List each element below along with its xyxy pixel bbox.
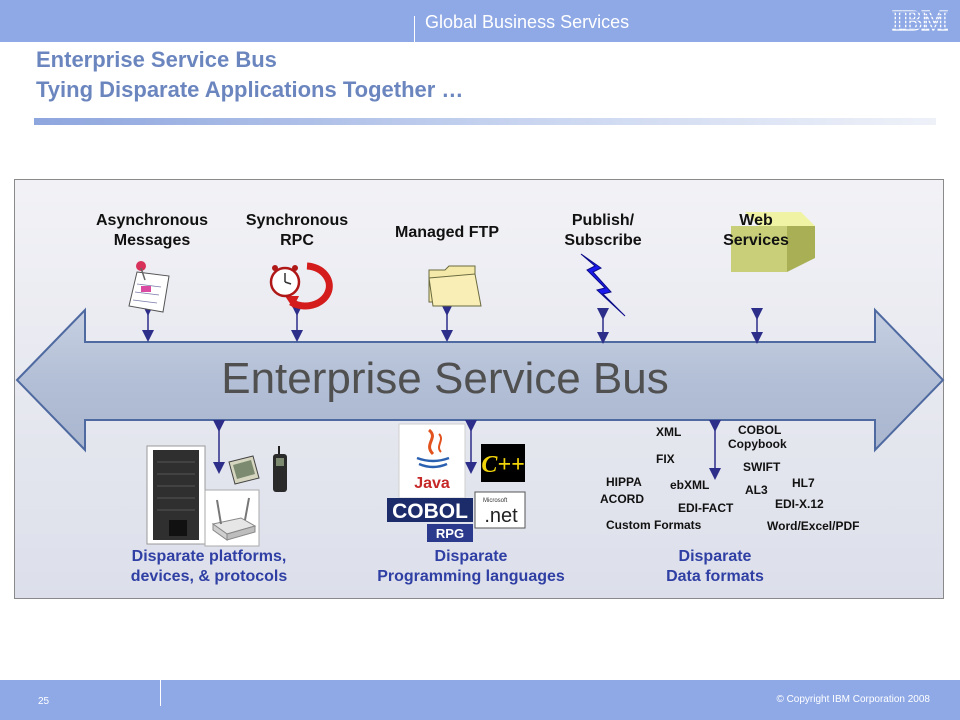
cpp-logo: C++	[481, 444, 525, 482]
bottom-label-data-formats: Disparate Data formats	[635, 547, 795, 587]
bottom-label-platforms-line2: devices, & protocols	[130, 568, 288, 585]
top-label-rpc-line1: Synchronous	[245, 212, 349, 229]
bottom-label-platforms-line1: Disparate platforms,	[131, 548, 287, 565]
cube-icon	[731, 212, 815, 272]
format-al3: AL3	[745, 483, 768, 497]
header-divider	[414, 16, 415, 42]
lightning-bolt-icon	[580, 253, 626, 317]
ibm-logo-text: IBM	[892, 6, 948, 37]
header-section-title: Global Business Services	[425, 12, 630, 32]
bus-arrow	[15, 307, 945, 453]
top-label-web-services: Web Services	[705, 211, 807, 251]
cobol-logo-text: COBOL	[392, 500, 468, 523]
format-acord: ACORD	[600, 492, 644, 506]
bottom-label-languages-line1: Disparate	[434, 548, 508, 565]
java-logo-text: Java	[414, 475, 450, 492]
notepad-pin-icon	[128, 261, 170, 313]
folder-icon	[428, 265, 482, 307]
footer-bar: 25 © Copyright IBM Corporation 2008	[0, 680, 960, 720]
top-label-web-line1: Web	[739, 212, 773, 229]
format-hl7: HL7	[792, 476, 815, 490]
top-label-async-line2: Messages	[113, 232, 191, 249]
rpg-label: RPG	[427, 524, 473, 542]
bottom-label-languages-line2: Programming languages	[377, 568, 565, 585]
bottom-connectors	[213, 420, 721, 480]
bottom-label-formats-line2: Data formats	[666, 568, 764, 585]
top-label-pubsub-line2: Subscribe	[564, 232, 642, 249]
dotnet-logo: Microsoft .net	[474, 491, 526, 529]
format-ebxml: ebXML	[670, 478, 710, 492]
top-label-publish-subscribe: Publish/ Subscribe	[543, 211, 663, 251]
format-xml: XML	[656, 425, 682, 439]
mobile-phone-icon	[273, 446, 287, 492]
page-number: 25	[38, 696, 50, 707]
top-label-ftp-line1: Managed FTP	[394, 224, 499, 241]
format-word-excel-pdf: Word/Excel/PDF	[767, 519, 860, 533]
copyright-text: © Copyright IBM Corporation 2008	[776, 694, 930, 705]
footer-divider	[160, 680, 161, 706]
esb-diagram-graphics: Enterprise Service Bus	[15, 212, 945, 547]
slide-title: Enterprise Service Bus	[36, 47, 277, 72]
ibm-logo: IBM	[886, 5, 954, 37]
handheld-pda-icon	[228, 455, 260, 485]
top-label-async-messages: Asynchronous Messages	[81, 211, 223, 251]
top-label-sync-rpc: Synchronous RPC	[229, 211, 365, 251]
dotnet-logo-small: Microsoft	[483, 498, 508, 504]
slide-subtitle: Tying Disparate Applications Together …	[36, 77, 464, 102]
format-edi-x12: EDI-X.12	[775, 497, 824, 511]
top-label-async-line1: Asynchronous	[95, 212, 208, 229]
dotnet-logo-text: .net	[484, 505, 518, 527]
format-cobol: COBOL	[738, 423, 782, 437]
alarm-clock-icon	[269, 262, 333, 310]
format-swift: SWIFT	[743, 460, 781, 474]
format-custom: Custom Formats	[606, 518, 702, 532]
bottom-label-languages: Disparate Programming languages	[341, 547, 601, 587]
bus-label: Enterprise Service Bus	[221, 354, 669, 403]
top-label-pubsub-line1: Publish/	[571, 212, 635, 229]
rpg-label-text: RPG	[436, 526, 464, 541]
bottom-label-formats-line1: Disparate	[678, 548, 752, 565]
router-icon	[204, 489, 260, 547]
format-fix: FIX	[656, 452, 675, 466]
format-hippa: HIPPA	[606, 475, 642, 489]
top-label-rpc-line2: RPC	[280, 232, 314, 249]
top-connectors	[142, 304, 763, 344]
server-rack-icon	[146, 445, 206, 545]
cobol-logo: COBOL	[387, 498, 473, 523]
esb-diagram-panel: Enterprise Service Bus	[14, 179, 945, 599]
format-edi-fact: EDI-FACT	[678, 501, 734, 515]
bottom-label-platforms: Disparate platforms, devices, & protocol…	[81, 547, 337, 587]
cpp-logo-text: C++	[481, 452, 524, 478]
java-logo: Java	[398, 423, 466, 499]
format-copybook: Copybook	[728, 437, 787, 451]
top-label-web-line2: Services	[723, 232, 789, 249]
header-bar: Global Business Services IBM	[0, 0, 960, 42]
top-label-managed-ftp: Managed FTP	[375, 223, 519, 243]
title-underline	[34, 118, 936, 125]
